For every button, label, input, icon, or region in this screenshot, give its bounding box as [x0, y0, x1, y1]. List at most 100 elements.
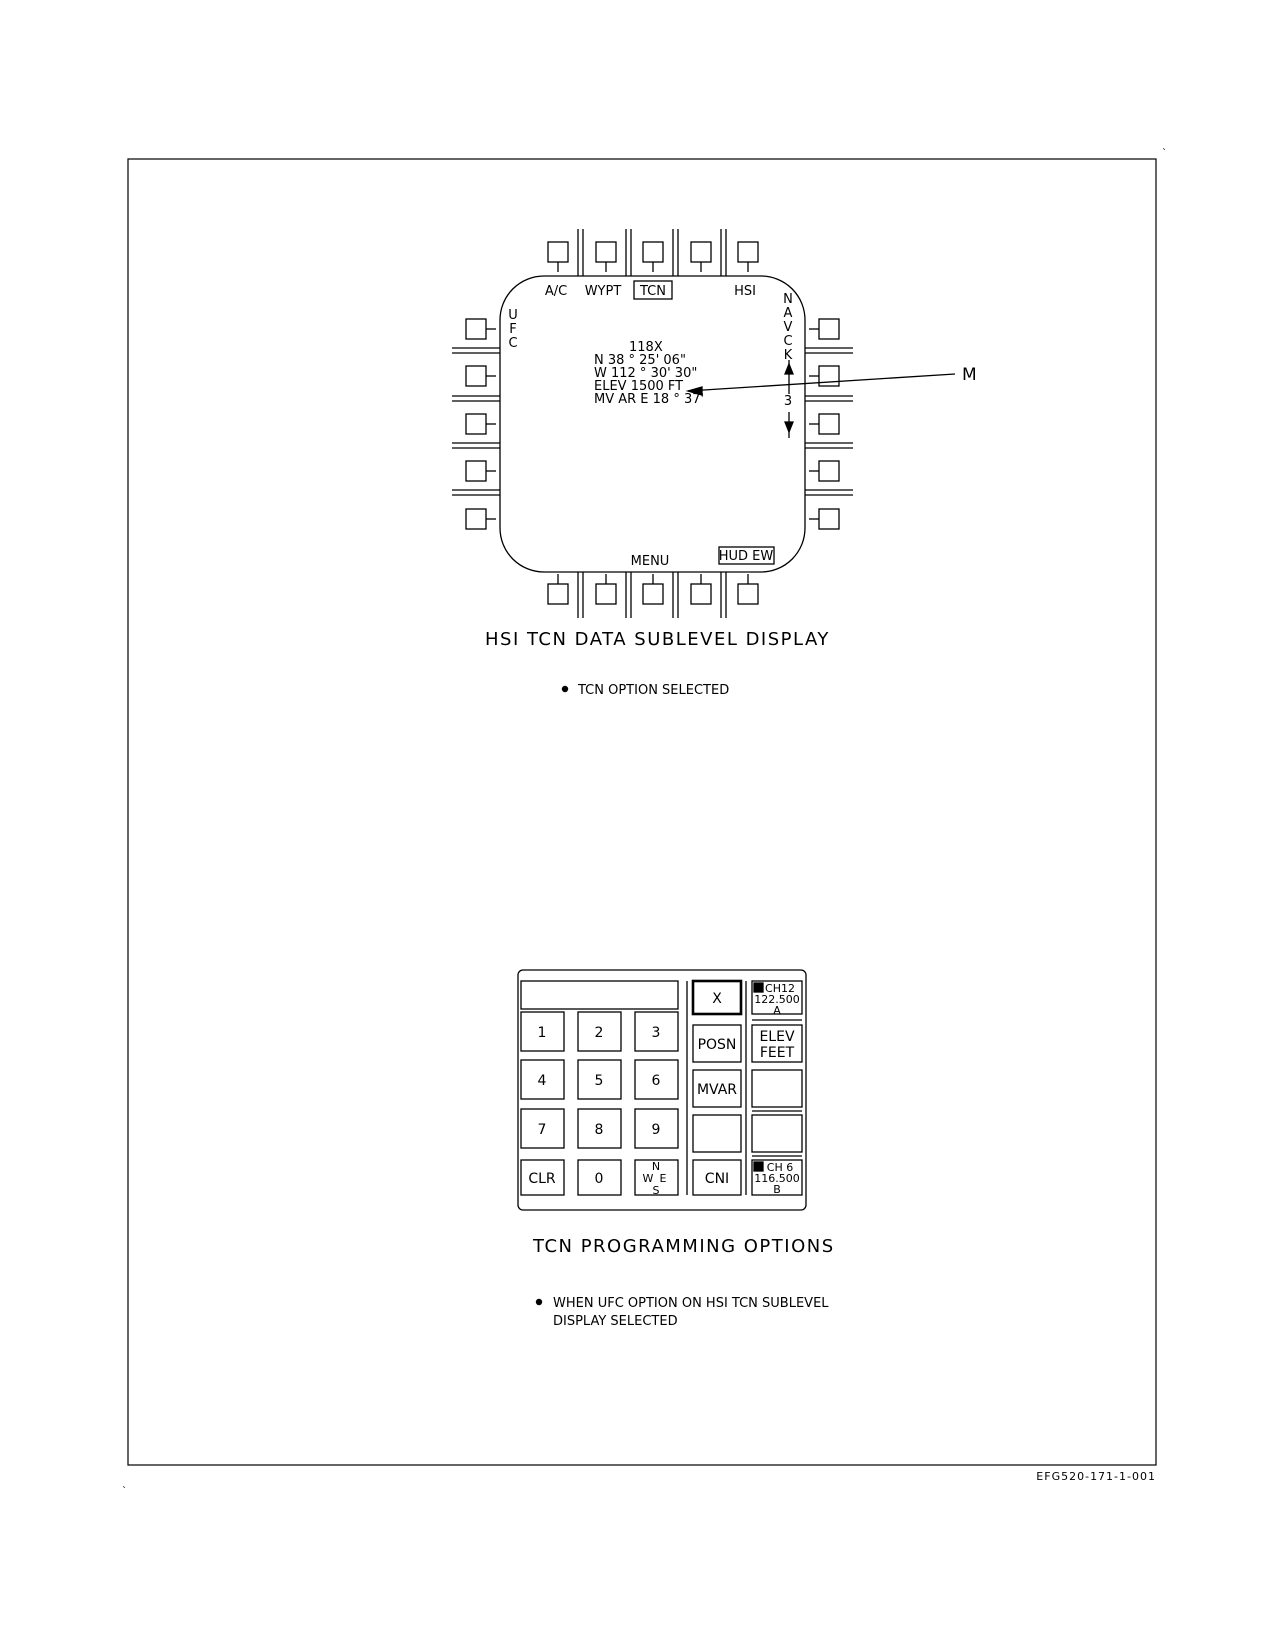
hudew-box — [718, 546, 775, 565]
tcn-magvar: MV AR E 18 ° 37' — [594, 392, 704, 407]
mfd-button-left-1[interactable] — [465, 318, 487, 340]
option-x-label: X — [712, 991, 722, 1007]
key-9[interactable] — [634, 1108, 679, 1149]
navck-letter-a[interactable]: A — [784, 306, 793, 321]
key-6[interactable] — [634, 1059, 679, 1100]
ufc-letter-u[interactable]: U — [508, 308, 518, 323]
navck-letter-n[interactable]: N — [783, 292, 793, 307]
channel-a-frequency: 122.500 — [754, 993, 800, 1006]
hsi-mfd-display — [452, 229, 956, 618]
label-hudew[interactable]: HUD EW — [719, 549, 774, 564]
navck-letter-k[interactable]: K — [784, 348, 793, 363]
arrow-down-icon[interactable] — [784, 421, 794, 434]
key-3-label: 3 — [652, 1025, 661, 1041]
channel-b-button[interactable] — [751, 1159, 803, 1196]
mfd-button-left-4[interactable] — [465, 460, 487, 482]
option-posn-label: POSN — [698, 1037, 737, 1053]
ufc-caption: TCN PROGRAMMING OPTIONS — [532, 1236, 835, 1257]
arrow-up-icon[interactable] — [784, 362, 794, 375]
mfd-button-right-3[interactable] — [818, 413, 840, 435]
hsi-note: TCN OPTION SELECTED — [577, 683, 729, 698]
channel-b-indicator-icon — [753, 1161, 764, 1172]
mfd-button-bottom-4[interactable] — [690, 583, 712, 605]
ufc-note-line-1: WHEN UFC OPTION ON HSI TCN SUBLEVEL — [553, 1296, 829, 1311]
key-3[interactable] — [634, 1011, 679, 1052]
key-0[interactable] — [577, 1159, 622, 1196]
channel-a-button[interactable] — [751, 980, 803, 1015]
key-8-label: 8 — [595, 1122, 604, 1138]
key-5[interactable] — [577, 1059, 622, 1100]
scratchpad-window — [520, 980, 679, 1010]
key-1[interactable] — [520, 1011, 565, 1052]
mfd-button-bottom-3[interactable] — [642, 583, 664, 605]
mfd-button-bottom-2[interactable] — [595, 583, 617, 605]
mfd-button-right-5[interactable] — [818, 508, 840, 530]
navck-letter-v[interactable]: V — [784, 320, 793, 335]
channel-b-number: CH 6 — [767, 1161, 793, 1174]
mfd-button-left-5[interactable] — [465, 508, 487, 530]
key-7-label: 7 — [538, 1122, 547, 1138]
compass-n-label: N — [652, 1160, 660, 1173]
mfd-button-left-3[interactable] — [465, 413, 487, 435]
label-wypt[interactable]: WYPT — [585, 284, 622, 299]
key-6-label: 6 — [652, 1073, 661, 1089]
navck-letter-c[interactable]: C — [783, 334, 792, 349]
ufc-panel — [517, 969, 807, 1211]
mfd-button-top-4[interactable] — [690, 241, 712, 263]
tcn-longitude: W 112 ° 30' 30" — [594, 366, 697, 381]
callout-leader-line — [687, 373, 956, 392]
ufc-note-line-2: DISPLAY SELECTED — [553, 1314, 678, 1329]
ufc-letter-c[interactable]: C — [508, 336, 517, 351]
option-elev-button[interactable] — [751, 1024, 803, 1063]
key-7[interactable] — [520, 1108, 565, 1149]
option-blank-right-1-button[interactable] — [751, 1069, 803, 1108]
compass-e-label: E — [660, 1172, 667, 1185]
option-mvar-button[interactable] — [692, 1069, 742, 1108]
ufc-outline — [517, 969, 807, 1211]
corner-mark-bottom: ` — [122, 1485, 127, 1497]
page-number: 3 — [784, 394, 792, 409]
key-clr[interactable] — [520, 1159, 565, 1196]
tcn-latitude: N 38 ° 25' 06" — [594, 353, 686, 368]
key-8[interactable] — [577, 1108, 622, 1149]
label-ac[interactable]: A/C — [545, 284, 567, 299]
channel-b-frequency: 116.500 — [754, 1172, 800, 1185]
mfd-button-right-4[interactable] — [818, 460, 840, 482]
label-hsi[interactable]: HSI — [734, 284, 756, 299]
key-4[interactable] — [520, 1059, 565, 1100]
callout-label: M — [962, 365, 977, 385]
key-2[interactable] — [577, 1011, 622, 1052]
leader-arrow-icon — [685, 386, 703, 396]
mfd-button-bottom-1[interactable] — [547, 583, 569, 605]
option-x-button[interactable] — [691, 979, 743, 1016]
option-blank-left-button[interactable] — [692, 1114, 742, 1153]
key-compass[interactable] — [634, 1159, 679, 1196]
key-clr-label: CLR — [528, 1171, 556, 1187]
key-5-label: 5 — [595, 1073, 604, 1089]
hsi-caption: HSI TCN DATA SUBLEVEL DISPLAY — [485, 629, 830, 650]
option-posn-button[interactable] — [692, 1024, 742, 1063]
label-tcn[interactable]: TCN — [639, 284, 666, 299]
key-0-label: 0 — [595, 1171, 604, 1187]
tcn-channel: 118X — [629, 340, 663, 355]
key-4-label: 4 — [538, 1073, 547, 1089]
label-menu[interactable]: MENU — [631, 554, 670, 569]
mfd-button-right-1[interactable] — [818, 318, 840, 340]
figure-id: EFG520-171-1-001 — [1036, 1470, 1156, 1483]
mfd-button-left-2[interactable] — [465, 365, 487, 387]
mfd-button-top-1[interactable] — [547, 241, 569, 263]
mfd-button-top-5[interactable] — [737, 241, 759, 263]
option-elev-label-1: ELEV — [759, 1029, 794, 1045]
mfd-button-bottom-5[interactable] — [737, 583, 759, 605]
key-2-label: 2 — [595, 1025, 604, 1041]
option-blank-right-2-button[interactable] — [751, 1114, 803, 1153]
option-cni-button[interactable] — [692, 1159, 742, 1196]
ufc-letter-f[interactable]: F — [509, 322, 516, 337]
key-1-label: 1 — [538, 1025, 547, 1041]
compass-s-label: S — [653, 1184, 660, 1197]
tcn-selected-box — [633, 280, 673, 300]
mfd-button-top-3[interactable] — [642, 241, 664, 263]
mfd-button-top-2[interactable] — [595, 241, 617, 263]
channel-a-letter: A — [773, 1004, 781, 1017]
figure-frame — [127, 158, 1157, 1466]
